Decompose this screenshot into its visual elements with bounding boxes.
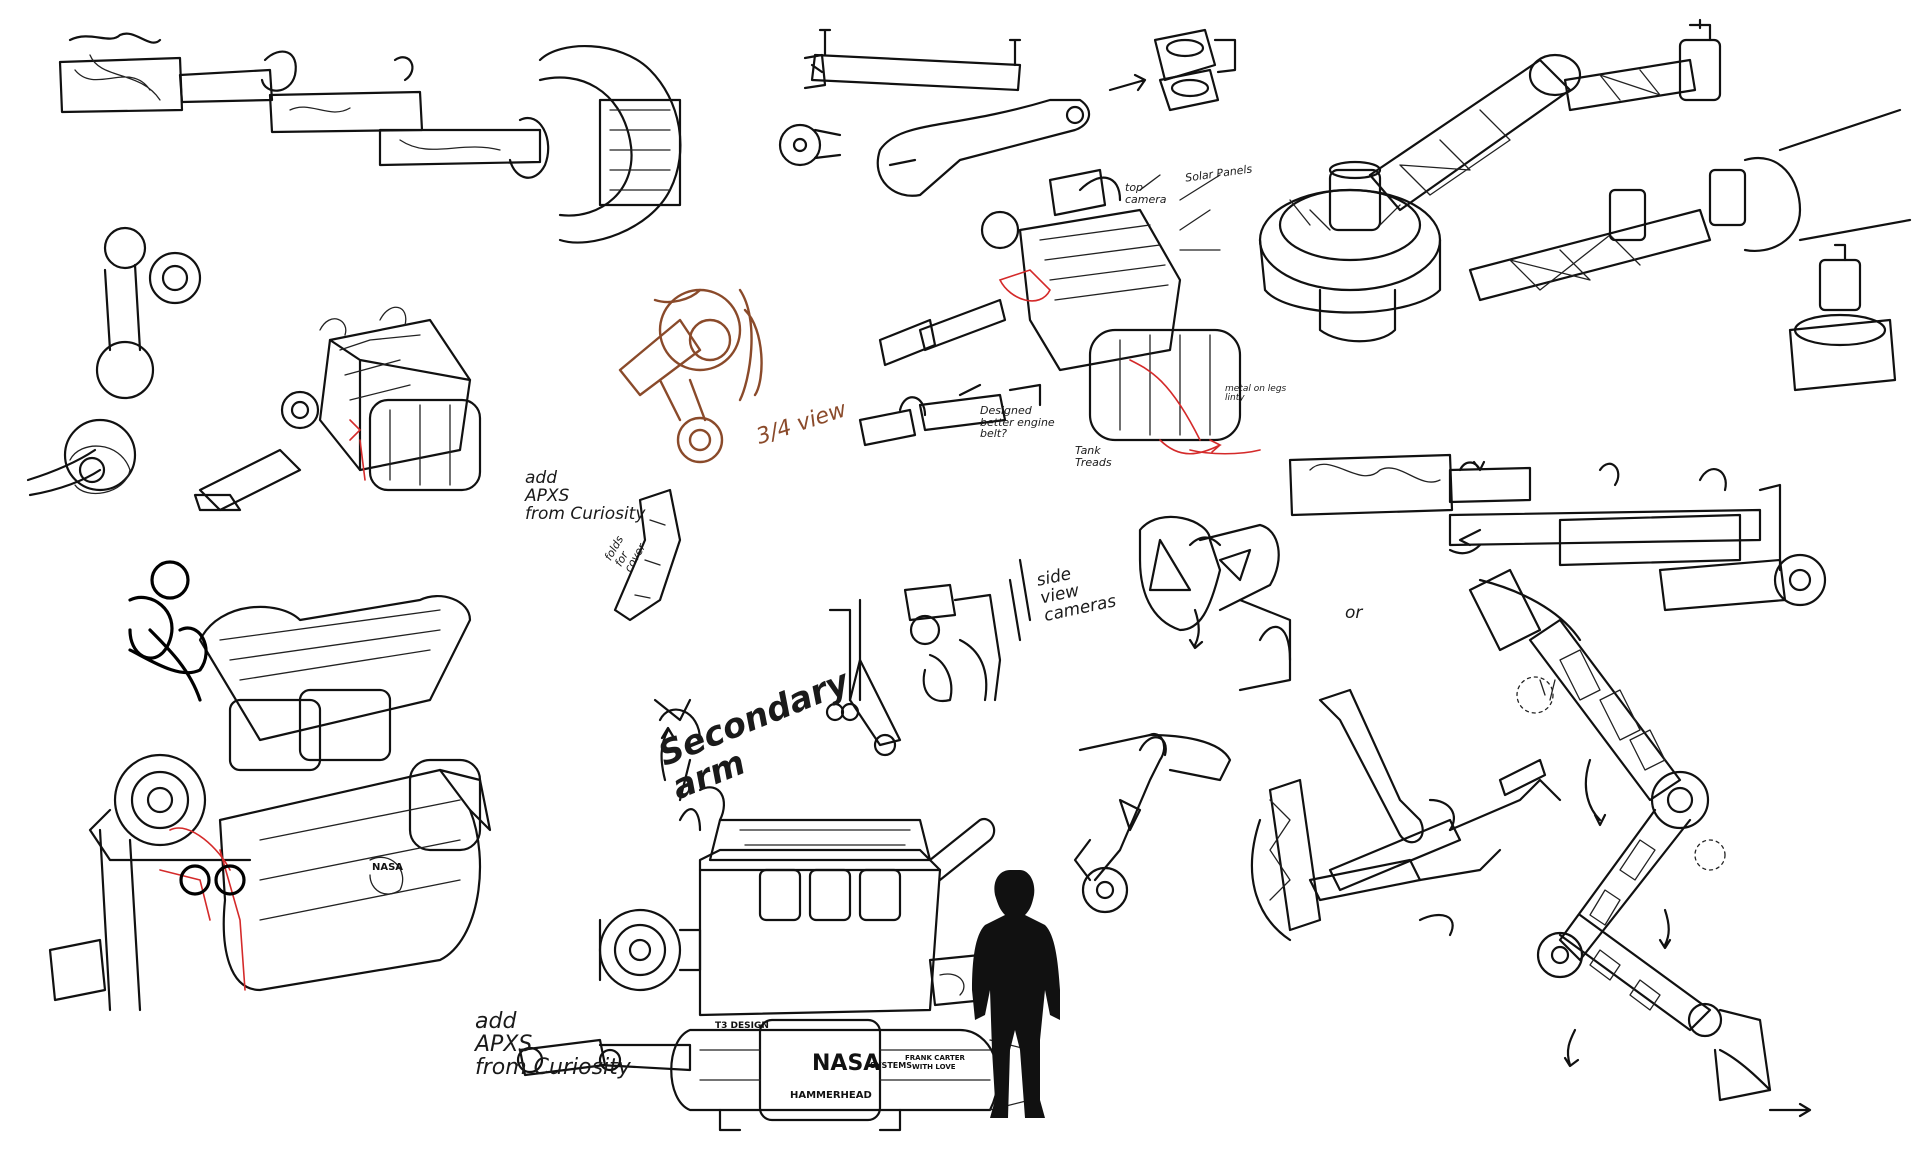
person-silhouette-icon (972, 870, 1060, 1118)
frank-carter-tag: FRANK CARTER WITH LOVE (905, 1054, 967, 1071)
parallel-linkage-sketch (1250, 688, 1562, 942)
top-camera-note: top camera (1125, 181, 1167, 206)
turret-arm-sketch (1258, 18, 1912, 392)
left-iso-rover (193, 306, 482, 512)
large-robot-arm (1468, 568, 1812, 1118)
frank-carter-line: WITH LOVE (912, 1063, 956, 1071)
or-note: or (1345, 603, 1363, 623)
center-mech-arm (825, 598, 902, 757)
side-view-camera-sketch (903, 558, 1032, 703)
nasa-small-logo: NASA (372, 862, 403, 873)
tank-treads-note: Tank Treads (1075, 444, 1112, 469)
nasa-rover-side-view (516, 698, 1031, 1132)
right-bracket-arm (1288, 453, 1827, 612)
add-apxs-note-bottom: add APXS from Curiosity (475, 1009, 631, 1081)
nasa-systems-tag: SYSTEMS (870, 1061, 912, 1070)
frank-carter-line: FRANK CARTER (905, 1054, 965, 1062)
design-tag: T3 DESIGN (715, 1021, 769, 1031)
tool-sketches (778, 28, 1237, 197)
metal-on-legs-note: metal on legs linty (1225, 384, 1287, 404)
folding-cover-sketch (613, 488, 682, 622)
top-arm-sketch (58, 32, 682, 244)
folding-arm-right-center (1073, 732, 1232, 914)
nasa-body-labels: NASA SYSTEMS T3 DESIGN HAMMERHEAD FRANK … (372, 862, 967, 1101)
add-apxs-note-top: add APXS from Curiosity (525, 468, 646, 524)
nasa-logo: NASA (812, 1051, 880, 1076)
brown-three-quarter-sketch (618, 288, 763, 464)
triangle-linkage (1138, 515, 1292, 692)
large-rover-sketch (48, 560, 492, 1012)
hammerhead-tag: HAMMERHEAD (790, 1090, 872, 1101)
left-doodles (26, 226, 202, 497)
annotated-center-rover (858, 168, 1261, 455)
designed-better-engine-note: Designed better engine belt? (980, 404, 1055, 441)
curved-arrow-icon (660, 460, 1486, 782)
